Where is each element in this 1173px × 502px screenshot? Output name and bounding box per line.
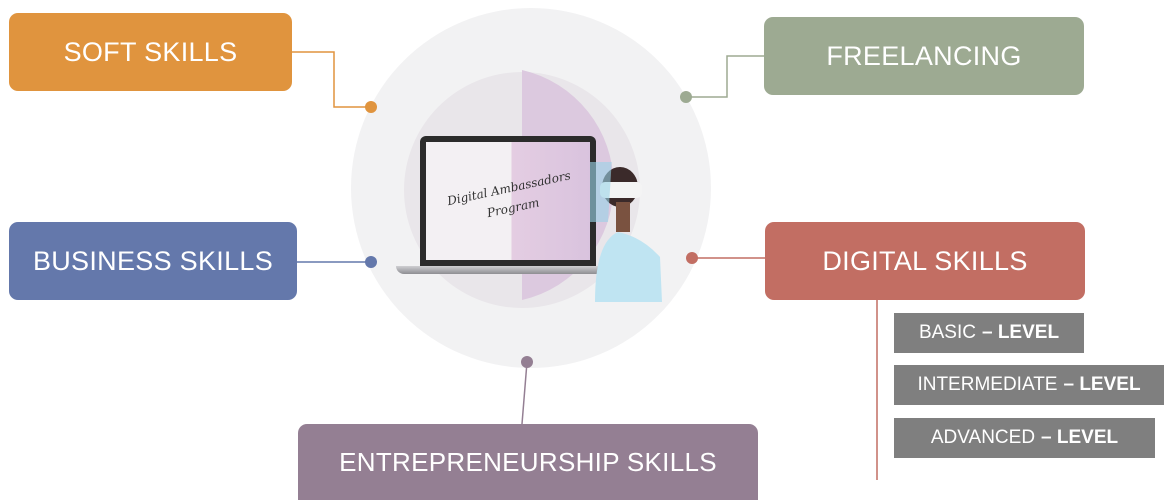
level-basic-name: BASIC	[918, 322, 976, 343]
level-intermediate-name: INTERMEDIATE	[917, 374, 1058, 395]
entrepreneurship-skills-box: ENTREPRENEURSHIP SKILLS	[298, 424, 758, 500]
laptop-illustration: Digital Ambassadors Program	[396, 136, 622, 276]
level-advanced-name: ADVANCED	[930, 427, 1036, 448]
digital-skills-box: DIGITAL SKILLS	[765, 222, 1085, 300]
level-advanced-suffix: – LEVEL	[1041, 427, 1119, 448]
business-skills-label: BUSINESS SKILLS	[32, 245, 274, 276]
entre-connector	[521, 361, 528, 425]
entrepreneurship-skills-label: ENTREPRENEURSHIP SKILLS	[339, 446, 717, 477]
level-basic: BASIC – LEVEL	[894, 313, 1084, 353]
biz-node	[365, 256, 377, 268]
soft-connector	[292, 51, 370, 108]
digital-skills-label: DIGITAL SKILLS	[822, 245, 1028, 276]
soft-skills-box: SOFT SKILLS	[9, 13, 292, 91]
entre-node	[521, 356, 533, 368]
vr-person-image	[590, 162, 662, 302]
screen-script-text: Digital Ambassadors Program	[433, 163, 588, 233]
laptop-screen: Digital Ambassadors Program	[420, 136, 596, 266]
laptop-screen-display: Digital Ambassadors Program	[426, 142, 590, 260]
free-node	[680, 91, 692, 103]
soft-skills-label: SOFT SKILLS	[63, 36, 238, 67]
freelancing-box: FREELANCING	[764, 17, 1084, 95]
level-advanced: ADVANCED – LEVEL	[894, 418, 1155, 458]
free-connector	[686, 55, 764, 98]
laptop-base	[396, 266, 622, 274]
freelancing-label: FREELANCING	[826, 40, 1022, 71]
level-intermediate-suffix: – LEVEL	[1063, 374, 1141, 395]
level-basic-suffix: – LEVEL	[981, 322, 1060, 343]
digi-node	[686, 252, 698, 264]
soft-node	[365, 101, 377, 113]
business-skills-box: BUSINESS SKILLS	[9, 222, 297, 300]
level-intermediate: INTERMEDIATE – LEVEL	[894, 365, 1164, 405]
